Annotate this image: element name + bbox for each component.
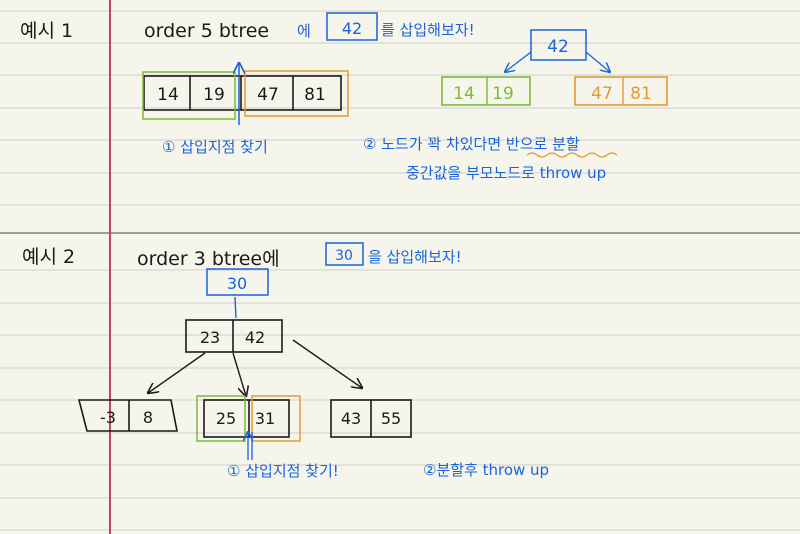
example-1: 예시 1 order 5 btree 에 42 를 삽입해보자! 14 19 4… xyxy=(20,12,668,182)
step-2-text: ② 노드가 꽉 차있다면 xyxy=(363,135,506,153)
example-2-title-suffix: 을 삽입해보자! xyxy=(368,248,462,266)
example-2: 예시 2 order 3 btree에 30 을 삽입해보자! 30 23 42… xyxy=(22,242,549,480)
left-half-highlight xyxy=(142,71,236,120)
edge-arrow-icon xyxy=(232,352,246,396)
key: -3 xyxy=(100,408,116,427)
connector xyxy=(234,296,237,319)
key: 8 xyxy=(143,408,153,427)
key: 19 xyxy=(492,84,514,104)
key: 23 xyxy=(200,328,220,347)
step-1-note: ① 삽입지점 찾기! xyxy=(227,462,339,480)
right-child-node xyxy=(574,76,668,106)
child-node-1: -3 8 xyxy=(77,399,178,432)
step-2-note-line-2: 중간값을 부모노드로 throw up xyxy=(406,164,606,182)
key: 14 xyxy=(453,84,475,104)
key: 55 xyxy=(381,409,401,428)
key: 25 xyxy=(216,409,236,428)
step-2-note: ②분할후 throw up xyxy=(423,461,549,479)
edge-arrow-icon xyxy=(148,352,206,393)
example-1-label: 예시 1 xyxy=(20,20,73,42)
right-arrow-icon xyxy=(585,51,610,72)
split-result: 42 14 19 47 81 xyxy=(441,29,668,106)
left-half-highlight xyxy=(196,395,246,442)
key: 14 xyxy=(157,85,179,105)
ruled-lines xyxy=(0,10,800,531)
right-half-highlight xyxy=(244,70,349,117)
key: 81 xyxy=(304,85,326,105)
insert-value-box xyxy=(326,12,378,41)
edge-arrow-icon xyxy=(292,339,362,388)
key: 47 xyxy=(257,85,279,105)
child-node-3: 43 55 xyxy=(330,399,412,438)
example-2-title: order 3 btree에 xyxy=(137,248,280,270)
step-2-note-line-1: ② 노드가 꽉 차있다면 반으로 분할 xyxy=(363,135,580,153)
key: 43 xyxy=(341,409,361,428)
example-1-particle: 에 xyxy=(297,22,311,40)
insert-value-box xyxy=(325,242,364,266)
key: 31 xyxy=(255,409,275,428)
key: 42 xyxy=(245,328,265,347)
insert-value: 42 xyxy=(342,19,362,38)
inserted-key: 30 xyxy=(227,274,247,293)
insert-value: 30 xyxy=(335,248,353,264)
left-arrow-icon xyxy=(505,51,532,72)
step-2-emphasis: 반으로 분할 xyxy=(506,135,580,153)
key: 81 xyxy=(630,84,652,104)
example-1-title: order 5 btree xyxy=(144,20,269,42)
full-node: 14 19 47 81 xyxy=(142,63,349,125)
example-1-title-suffix: 를 삽입해보자! xyxy=(381,21,475,39)
root-node: 23 42 xyxy=(185,319,283,353)
promoted-key-box xyxy=(530,29,587,61)
child-node-2: 25 31 xyxy=(196,395,301,460)
step-1-note: ① 삽입지점 찾기 xyxy=(162,138,268,156)
example-2-label: 예시 2 xyxy=(22,246,75,268)
inserted-key-box xyxy=(206,268,269,296)
key: 19 xyxy=(203,85,225,105)
right-half-highlight xyxy=(251,395,301,442)
key: 47 xyxy=(591,84,613,104)
left-child-node xyxy=(441,76,531,106)
promoted-key: 42 xyxy=(547,37,569,57)
wavy-underline xyxy=(526,152,618,158)
